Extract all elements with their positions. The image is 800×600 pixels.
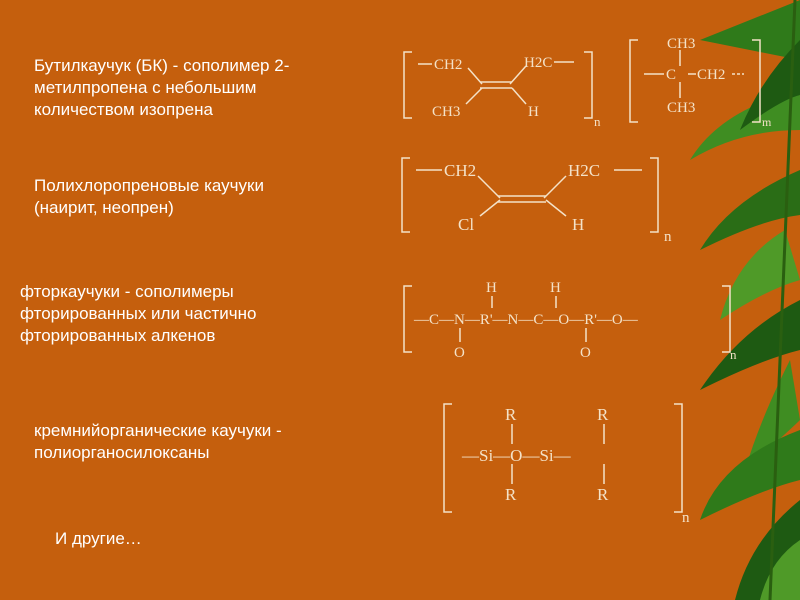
silicone-r2: R <box>597 405 609 424</box>
butyl-a-ch2: CH2 <box>434 57 462 73</box>
fluoro-chain: —C—N—R'—N—C—O—R'—O— <box>413 312 639 328</box>
chloroprene-cl: Cl <box>458 215 474 234</box>
chloroprene-h: H <box>572 215 584 234</box>
silicone-r4: R <box>597 485 609 504</box>
butyl-a-ch3: CH3 <box>432 104 460 120</box>
silicone-r1: R <box>505 405 517 424</box>
butyl-b-ch3-top: CH3 <box>667 36 695 52</box>
silicone-r3: R <box>505 485 517 504</box>
butyl-b-ch3-bottom: CH3 <box>667 100 695 116</box>
silicone-subscript: n <box>682 510 690 526</box>
others-text: И другие… <box>55 529 142 548</box>
butyl-a-h2c: H2C <box>524 55 552 71</box>
silicone-rubber-description: кремнийорганические каучуки - полиоргано… <box>34 421 282 462</box>
chloroprene-rubber-description: Полихлоропреновые каучуки (наирит, неопр… <box>34 176 264 217</box>
fluoro-subscript: n <box>730 347 737 362</box>
butyl-a-h: H <box>528 104 539 120</box>
butyl-b-c: C <box>666 67 676 83</box>
butyl-rubber-description: Бутилкаучук (БК) - сополимер 2- метилпро… <box>34 56 290 119</box>
butyl-b-ch2: CH2 <box>697 67 725 83</box>
butyl-a-subscript: n <box>594 114 601 129</box>
chloroprene-ch2: CH2 <box>444 161 476 180</box>
fluoro-o1: O <box>454 345 465 361</box>
butyl-b-subscript: m <box>762 115 772 129</box>
silicone-chain: —Si—O—Si— <box>461 446 572 465</box>
fluoro-h2: H <box>550 280 561 296</box>
fluoro-rubber-description: фторкаучуки - сополимеры фторированных и… <box>20 282 257 345</box>
chloroprene-subscript: n <box>664 229 672 245</box>
chloroprene-h2c: H2C <box>568 161 600 180</box>
fluoro-o2: O <box>580 345 591 361</box>
fluoro-h1: H <box>486 280 497 296</box>
